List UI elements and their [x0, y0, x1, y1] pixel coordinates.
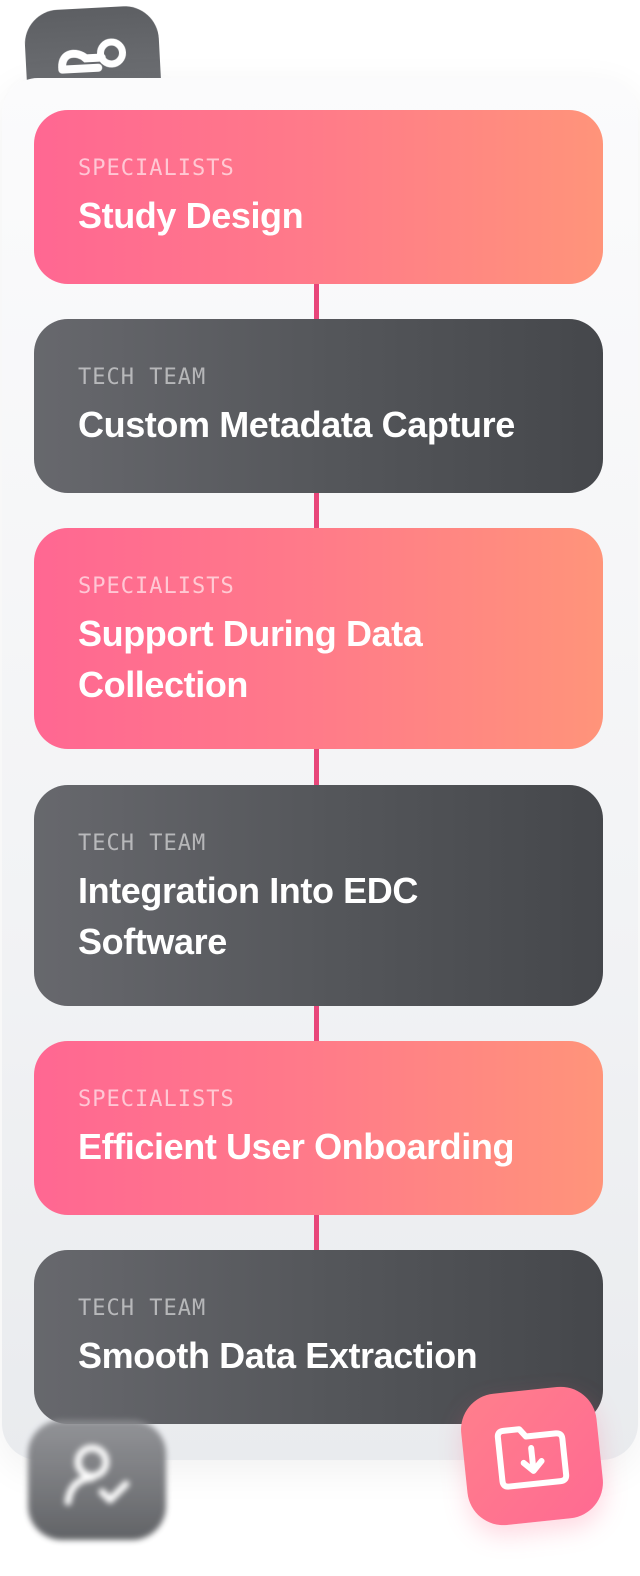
step-card[interactable]: SPECIALISTS Support During Data Collecti…: [34, 528, 603, 749]
step-card[interactable]: SPECIALISTS Efficient User Onboarding: [34, 1041, 603, 1215]
step-title: Support During Data Collection: [78, 613, 423, 705]
step-title: Study Design: [78, 195, 304, 236]
folder-download-button[interactable]: [457, 1383, 607, 1529]
step-team-label: TECH TEAM: [78, 365, 207, 390]
step-card[interactable]: TECH TEAM Integration Into EDC Software: [34, 785, 603, 1006]
folder-download-icon: [490, 1416, 573, 1494]
step-team-label: TECH TEAM: [78, 831, 207, 856]
route-badge: [23, 4, 163, 122]
step-title: Efficient User Onboarding: [78, 1126, 515, 1167]
timeline-connector: [314, 280, 319, 1255]
step-card[interactable]: SPECIALISTS Study Design: [34, 110, 603, 284]
step-title: Smooth Data Extraction: [78, 1335, 478, 1376]
step-team-label: TECH TEAM: [78, 1296, 207, 1321]
step-card[interactable]: TECH TEAM Custom Metadata Capture: [34, 319, 603, 493]
route-icon: [57, 34, 129, 82]
user-check-icon: [62, 1440, 132, 1510]
step-team-label: SPECIALISTS: [78, 574, 235, 599]
step-title: Custom Metadata Capture: [78, 404, 515, 445]
step-team-label: SPECIALISTS: [78, 1087, 235, 1112]
timeline-panel: [2, 78, 638, 1460]
user-check-badge: [28, 1420, 166, 1540]
step-team-label: SPECIALISTS: [78, 156, 235, 181]
step-title: Integration Into EDC Software: [78, 870, 418, 962]
